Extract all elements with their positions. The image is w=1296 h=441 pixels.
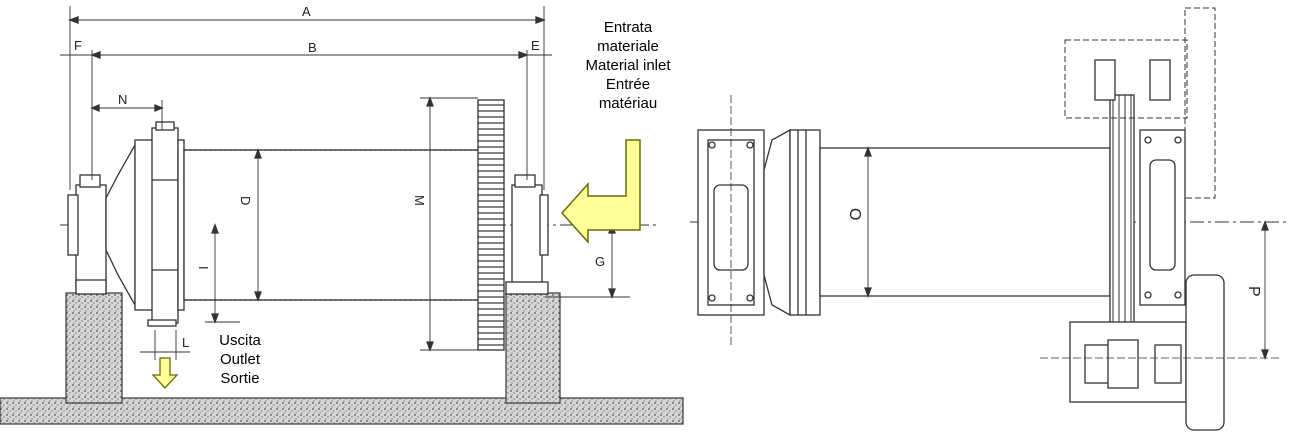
outlet-arrow (151, 357, 179, 389)
dim-label-g: G (595, 254, 605, 269)
top-view (690, 7, 1290, 431)
mill-shell (183, 149, 480, 301)
drive-motor (1185, 274, 1225, 431)
dim-label-m: M (412, 195, 427, 206)
right-pier (505, 292, 561, 404)
svg-text:Entrée: Entrée (606, 76, 650, 93)
dim-label-f: F (74, 38, 82, 53)
dim-label-a: A (302, 4, 311, 19)
dim-label-i: I (196, 266, 211, 270)
left-bearing (75, 184, 107, 291)
svg-text:Sortie: Sortie (220, 370, 259, 387)
dim-label-l: L (182, 335, 189, 350)
inlet-arrow (560, 139, 641, 244)
outlet-label: Uscita Outlet Sortie (219, 332, 261, 387)
inlet-label: Entrata materiale Material inlet Entrée … (585, 19, 671, 112)
left-head (105, 142, 136, 308)
girth-gear (477, 99, 505, 351)
svg-text:Entrata: Entrata (604, 19, 653, 36)
top-mill-shell (819, 147, 1111, 297)
dim-label-p: P (1245, 286, 1262, 297)
discharge-ring (151, 127, 179, 324)
side-view (0, 6, 684, 425)
left-pier (65, 292, 123, 404)
dim-label-n: N (118, 92, 127, 107)
dim-label-o: O (846, 208, 863, 220)
right-bearing (511, 184, 543, 291)
dim-label-d: D (238, 196, 253, 205)
drive-unit (1064, 39, 1188, 119)
dim-label-b: B (308, 40, 317, 55)
svg-text:Uscita: Uscita (219, 332, 261, 349)
svg-text:Material inlet: Material inlet (585, 57, 671, 74)
dim-label-e: E (531, 38, 540, 53)
svg-text:materiale: materiale (597, 38, 659, 55)
svg-text:Outlet: Outlet (220, 351, 261, 368)
top-head-ring (789, 129, 821, 316)
svg-text:matériau: matériau (599, 95, 657, 112)
